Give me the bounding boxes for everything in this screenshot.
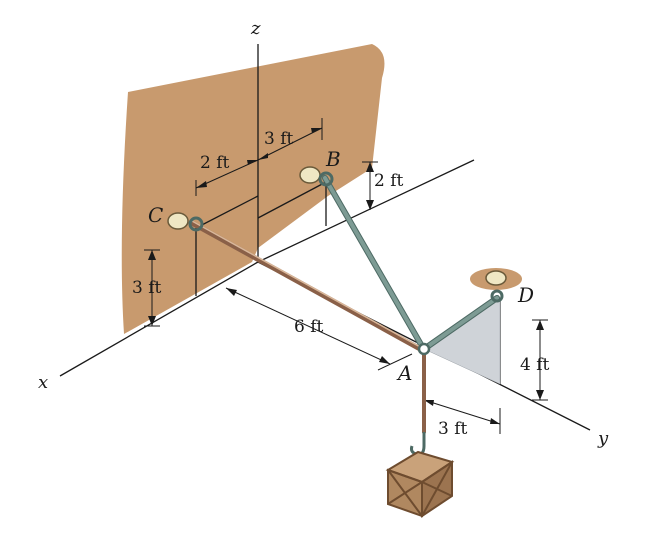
c-horizontal-line [195, 195, 259, 229]
eye-bolt-icon [485, 270, 507, 303]
crate-icon [385, 450, 455, 518]
point-c-label: C [148, 203, 163, 227]
cable-ac-highlight [191, 220, 423, 349]
dimension-lines [144, 118, 548, 434]
wall [121, 44, 385, 334]
dim-4ft: 4 ft [520, 355, 550, 375]
cable-ad-core [422, 296, 499, 351]
b-horizontal-line [257, 181, 327, 219]
point-a-label: A [396, 361, 412, 385]
dim-3ft-y: 3 ft [438, 419, 468, 439]
point-d-label: D [517, 283, 534, 307]
dim-2ft-horizontal: 2 ft [200, 153, 230, 173]
cables [189, 175, 500, 434]
y-axis-line-back [257, 159, 475, 263]
eye-bolt-icon [167, 212, 204, 232]
x-axis-label: x [38, 372, 48, 393]
dim-2ft-vertical: 2 ft [374, 171, 404, 191]
hook-icon [410, 432, 426, 456]
dim-6ft: 6 ft [294, 317, 324, 337]
dim-3ft-vertical: 3 ft [132, 278, 162, 298]
y-axis-label: y [597, 428, 609, 449]
z-axis-label: z [250, 18, 261, 39]
cable-ab-core [323, 176, 425, 350]
eye-bolt-icon [299, 166, 334, 187]
x-axis-line [59, 261, 259, 377]
ring-a [417, 342, 431, 356]
cable-ac [189, 220, 425, 353]
dim-3ft-horizontal: 3 ft [264, 129, 294, 149]
point-b-label: B [325, 147, 341, 171]
dimension-arrows [148, 128, 544, 424]
